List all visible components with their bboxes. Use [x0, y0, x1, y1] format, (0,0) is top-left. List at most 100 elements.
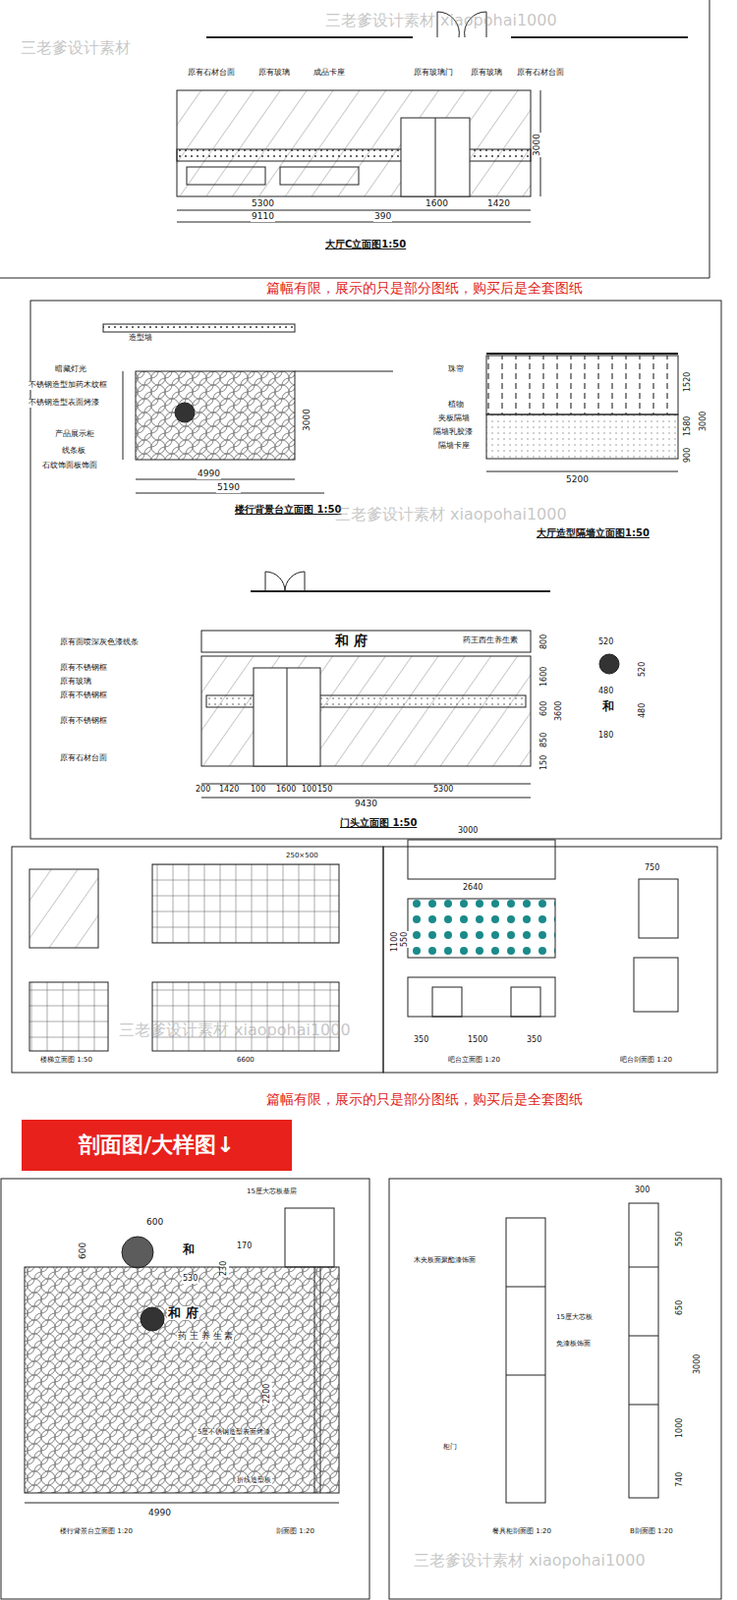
annotation: 4990 [147, 1509, 172, 1520]
annotation: 不锈钢造型加药木纹框 [27, 381, 109, 391]
section-banner: 剖面图/大样图↓ [21, 1120, 292, 1172]
annotation: 3000 [302, 407, 313, 433]
annotation: 750 [643, 864, 661, 874]
annotation: 5190 [216, 483, 241, 494]
annotation: 和 府 [167, 1306, 200, 1321]
annotation: 不锈钢造型表面烤漆 [27, 398, 101, 408]
annotation: 230 [220, 1260, 229, 1278]
annotation: 原有石材台面 [186, 68, 236, 78]
annotation: 550 [400, 931, 410, 949]
annotation: 850 [540, 732, 550, 749]
annotation: 3000 [699, 410, 709, 433]
annotation: 3000 [532, 132, 543, 158]
drawing-title: 楼行背景台立面图 1:50 [233, 504, 342, 515]
annotation: B剖面图 1:20 [628, 1529, 675, 1537]
annotation: 9110 [250, 212, 276, 223]
annotation: 原有玻璃 [469, 68, 504, 78]
annotation: 100 [249, 786, 267, 795]
annotation: 原有玻璃门 [412, 68, 454, 78]
annotation: 1600 [540, 666, 550, 688]
annotation: 和 府 [334, 633, 369, 649]
annotation: 5厘不锈钢造型表面烤漆 [196, 1429, 272, 1438]
annotation: 楼行背景台立面图 1:20 [58, 1529, 134, 1537]
annotation: 和 [601, 700, 616, 714]
annotation: 800 [540, 633, 550, 651]
annotation: 1420 [486, 199, 511, 210]
annotation: 成品卡座 [312, 68, 346, 78]
annotation: 线条板 [60, 447, 87, 456]
annotation: 3000 [693, 1354, 703, 1376]
drawing-title: 大厅造型隔墙立面图1:50 [535, 527, 651, 539]
annotation: 吧台立面图 1:20 [447, 1057, 502, 1066]
watermark: 三老爹设计素材 xiaopohai1000 [324, 11, 559, 30]
annotation: 9430 [353, 799, 379, 810]
annotation: 2200 [263, 1383, 273, 1406]
annotation: 600 [540, 700, 550, 718]
annotation: 100 [300, 786, 318, 795]
annotation: 1600 [424, 199, 450, 210]
annotation: 6600 [235, 1057, 256, 1066]
watermark: 三老爹设计素材 xiaopohai1000 [334, 506, 568, 524]
annotation: 5300 [432, 786, 454, 795]
annotation: 造型墙 [127, 334, 154, 343]
annotation: 15厘大芯板 [555, 1314, 594, 1323]
annotation: 900 [683, 447, 693, 464]
drawing-title: 门头立面图 1:50 [339, 817, 418, 829]
annotation: 390 [373, 212, 393, 223]
drawing-title: 大厅C立面图1:50 [324, 238, 407, 250]
annotation: 15厘大芯板基层 [245, 1189, 298, 1197]
annotation: 产品展示柜 [54, 430, 96, 440]
annotation: 300 [633, 1187, 651, 1196]
annotation: 200 [194, 786, 212, 795]
annotation: 柜门 [442, 1444, 458, 1453]
annotation: 和 [181, 1244, 196, 1257]
annotation: 600 [78, 1242, 89, 1261]
annotation: 5300 [250, 199, 276, 210]
annotation: 650 [676, 1300, 685, 1317]
watermark: 三老爹设计素材 [19, 39, 132, 57]
annotation: 1500 [466, 1036, 489, 1046]
annotation: 250×500 [284, 852, 320, 861]
annotation: 剖面图 1:20 [275, 1529, 316, 1537]
annotation: 植物 [447, 400, 465, 410]
notice-text: 篇幅有限，展示的只是部分图纸，购买后是全套图纸 [265, 281, 584, 296]
annotation: 隔墙乳胶漆 [432, 428, 474, 438]
annotation: 520 [638, 661, 648, 679]
annotation: 2640 [461, 884, 484, 894]
annotation: 150 [316, 786, 334, 795]
annotation: 原有玻璃 [257, 68, 291, 78]
annotation: 1580 [683, 415, 693, 438]
annotation: 600 [145, 1218, 165, 1229]
annotation: 1100 [391, 931, 400, 954]
annotation: 暗藏灯光 [54, 365, 88, 375]
annotation: 480 [638, 702, 648, 720]
annotation: 740 [676, 1472, 685, 1489]
annotation: 药 王 养 生 素 [176, 1332, 234, 1343]
annotation: 折线造型板 [235, 1477, 273, 1486]
annotation: 170 [235, 1243, 253, 1252]
annotation: 480 [597, 687, 615, 697]
watermark: 三老爹设计素材 xiaopohai1000 [117, 1021, 352, 1040]
annotation: 隔墙卡座 [437, 442, 471, 452]
annotation: 1420 [218, 786, 240, 795]
annotation: 1520 [683, 371, 693, 394]
annotation: 180 [597, 732, 615, 741]
annotation: 夹板隔墙 [437, 414, 471, 424]
annotation: 原有不锈钢框 [58, 691, 109, 701]
annotation: 520 [597, 638, 615, 648]
annotation: 原有玻璃 [58, 678, 93, 687]
notice-text: 篇幅有限，展示的只是部分图纸，购买后是全套图纸 [265, 1092, 584, 1108]
annotation: 药王西生养生素 [461, 636, 519, 646]
annotation: 珠帘 [447, 365, 465, 375]
annotation: 餐具柜剖面图 1:20 [491, 1529, 553, 1537]
annotation: 3000 [456, 827, 479, 837]
annotation: 木夹板面聚酯漆饰面 [412, 1257, 477, 1266]
annotation: 5200 [565, 475, 590, 486]
annotation: 550 [676, 1231, 685, 1248]
annotation: 4990 [196, 469, 222, 480]
annotation: 1600 [275, 786, 297, 795]
annotation: 350 [412, 1036, 430, 1046]
annotation: 吧台剖面图 1:20 [619, 1057, 674, 1066]
annotation: 原有面喷深灰色漆线条 [58, 638, 140, 648]
annotation: 原有石材台面 [515, 68, 566, 78]
